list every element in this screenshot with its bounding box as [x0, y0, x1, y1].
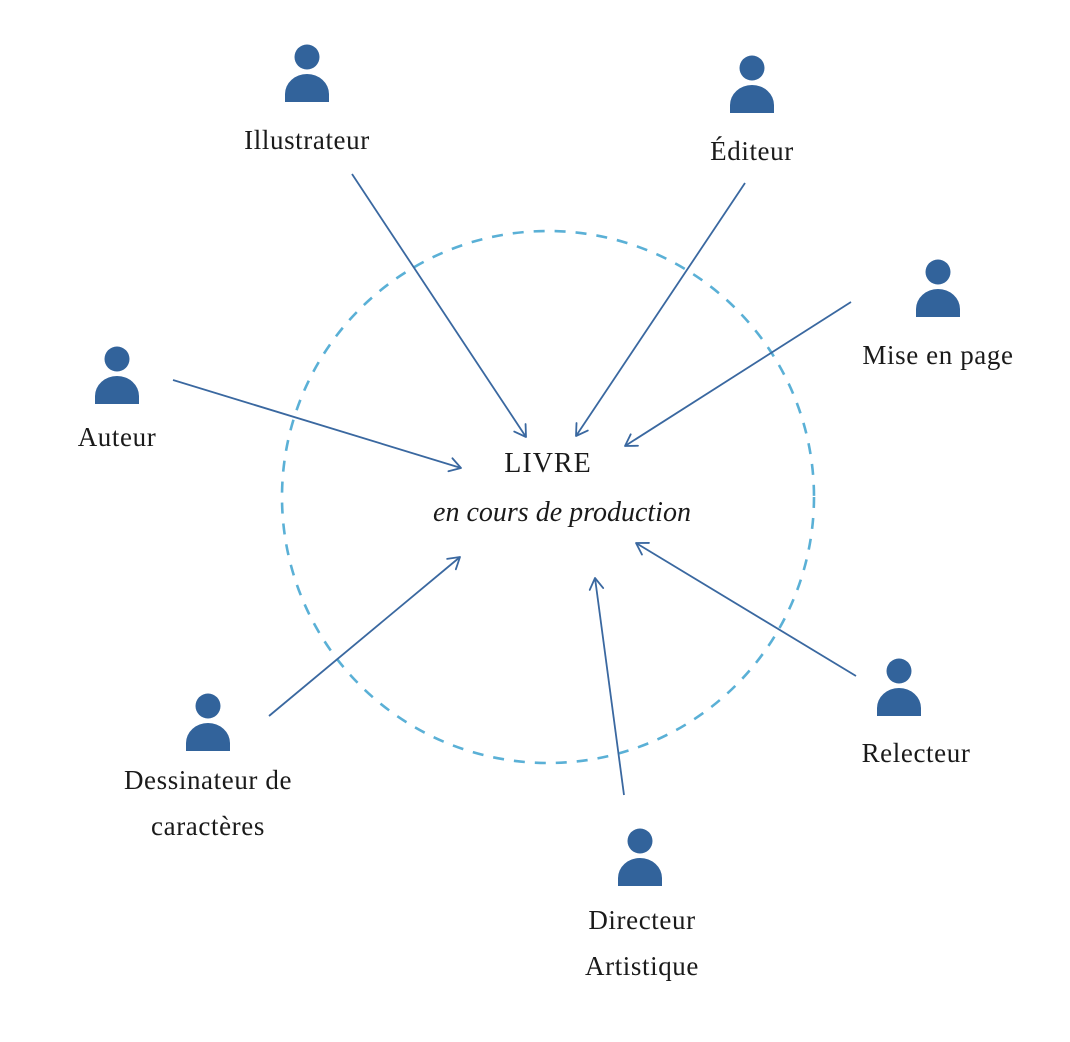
arrow-line [594, 577, 625, 796]
arrow-auteur-to-center [172, 379, 462, 473]
person-icon-head [925, 259, 951, 285]
arrow-editeur-to-center [575, 182, 746, 437]
production-boundary-circle [280, 229, 816, 765]
label-line: Éditeur [710, 136, 794, 166]
arrow-line [575, 182, 746, 437]
person-icon [285, 44, 329, 102]
person-icon-body [95, 376, 139, 404]
arrow-dessinateur-to-center [268, 556, 461, 717]
person-icon-body [186, 723, 230, 751]
arrow-mise-en-page-to-center [624, 301, 852, 447]
person-icon-body [285, 74, 329, 102]
role-label-directeur: Directeur Artistique [585, 897, 699, 989]
label-line: Directeur [588, 905, 696, 935]
arrowhead [575, 422, 589, 437]
arrow-directeur-to-center [588, 577, 625, 796]
role-label-auteur: Auteur [78, 414, 157, 460]
center-subtitle: en cours de production [433, 497, 691, 528]
label-line: Mise en page [862, 340, 1014, 370]
arrowhead [624, 433, 639, 447]
person-icon-body [916, 289, 960, 317]
label-line: caractères [151, 811, 265, 841]
person-icon [95, 346, 139, 404]
arrow-line [635, 542, 857, 677]
person-icon-head [195, 693, 221, 719]
person-icon-body [877, 688, 921, 716]
arrowhead [588, 577, 605, 591]
arrow-line [268, 556, 461, 717]
person-icon-head [294, 44, 320, 70]
role-label-illustrateur: Illustrateur [244, 117, 370, 163]
person-icon-head [627, 828, 653, 854]
arrowhead [447, 457, 462, 473]
role-label-mise-en-page: Mise en page [862, 332, 1013, 378]
role-label-editeur: Éditeur [710, 128, 794, 174]
label-line: Dessinateur de [123, 765, 293, 795]
arrow-relecteur-to-center [635, 542, 857, 677]
arrowhead [513, 423, 527, 438]
person-icon [618, 828, 662, 886]
label-line: Relecteur [861, 738, 971, 768]
person-icon [730, 55, 774, 113]
person-icon-body [730, 85, 774, 113]
person-icon-head [886, 658, 912, 684]
label-line: Illustrateur [244, 125, 370, 155]
arrow-line [172, 379, 462, 469]
icons-group [95, 44, 960, 886]
person-icon [186, 693, 230, 751]
person-icon [916, 259, 960, 317]
center-title: LIVRE [504, 448, 592, 479]
person-icon-head [739, 55, 765, 81]
arrows-group [172, 173, 857, 796]
label-line: Artistique [585, 951, 699, 981]
person-icon-head [104, 346, 130, 372]
arrow-line [351, 173, 527, 438]
arrow-illustrateur-to-center [351, 173, 527, 438]
arrow-line [624, 301, 852, 447]
person-icon [877, 658, 921, 716]
arrowhead [635, 542, 650, 556]
role-label-dessinateur: Dessinateur de caractères [124, 757, 292, 849]
arrowhead [446, 556, 461, 571]
role-label-relecteur: Relecteur [862, 730, 971, 776]
person-icon-body [618, 858, 662, 886]
label-line: Auteur [77, 422, 157, 452]
